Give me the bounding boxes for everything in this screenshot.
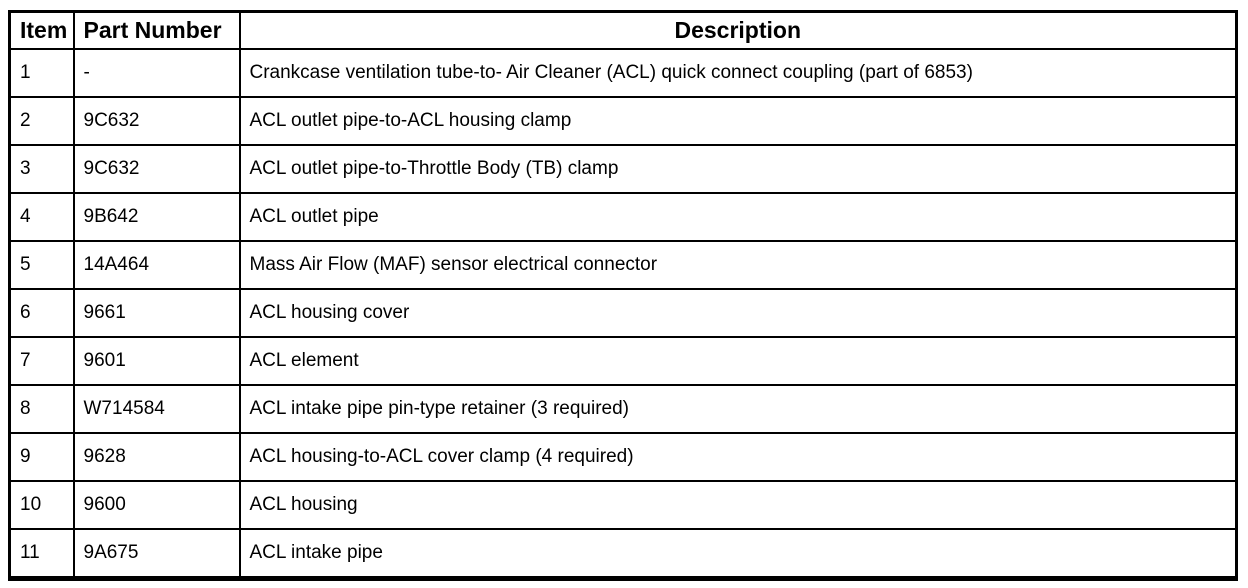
cell-part-number: 9600: [72, 480, 241, 530]
cell-item: 7: [8, 336, 75, 386]
table-header: Item Part Number Description: [8, 10, 1238, 50]
cell-part-number: 9C632: [72, 144, 241, 194]
cell-description: ACL outlet pipe-to-ACL housing clamp: [238, 96, 1238, 146]
table-row: 8 W714584 ACL intake pipe pin-type retai…: [8, 384, 1238, 434]
column-header-description: Description: [238, 10, 1238, 50]
cell-part-number: 9C632: [72, 96, 241, 146]
cell-item: 9: [8, 432, 75, 482]
cell-item: 2: [8, 96, 75, 146]
cell-item: 4: [8, 192, 75, 242]
cell-description: ACL housing: [238, 480, 1238, 530]
cell-description: ACL housing cover: [238, 288, 1238, 338]
table-row: 10 9600 ACL housing: [8, 480, 1238, 530]
cell-description: ACL intake pipe pin-type retainer (3 req…: [238, 384, 1238, 434]
header-row: Item Part Number Description: [8, 10, 1238, 50]
table-row: 6 9661 ACL housing cover: [8, 288, 1238, 338]
cell-part-number: W714584: [72, 384, 241, 434]
parts-table: Item Part Number Description 1 - Crankca…: [8, 10, 1238, 581]
cell-item: 8: [8, 384, 75, 434]
column-header-part-number: Part Number: [72, 10, 241, 50]
cell-description: ACL housing-to-ACL cover clamp (4 requir…: [238, 432, 1238, 482]
table-row: 4 9B642 ACL outlet pipe: [8, 192, 1238, 242]
table-row: 3 9C632 ACL outlet pipe-to-Throttle Body…: [8, 144, 1238, 194]
cell-description: ACL outlet pipe: [238, 192, 1238, 242]
cell-description: ACL element: [238, 336, 1238, 386]
table-body: 1 - Crankcase ventilation tube-to- Air C…: [8, 48, 1238, 580]
cell-item: 11: [8, 528, 75, 580]
cell-part-number: 9661: [72, 288, 241, 338]
cell-part-number: 9A675: [72, 528, 241, 580]
cell-item: 1: [8, 48, 75, 98]
cell-description: Crankcase ventilation tube-to- Air Clean…: [238, 48, 1238, 98]
table-row: 1 - Crankcase ventilation tube-to- Air C…: [8, 48, 1238, 98]
cell-item: 6: [8, 288, 75, 338]
cell-description: ACL outlet pipe-to-Throttle Body (TB) cl…: [238, 144, 1238, 194]
cell-part-number: -: [72, 48, 241, 98]
cell-part-number: 14A464: [72, 240, 241, 290]
cell-item: 10: [8, 480, 75, 530]
table-row: 2 9C632 ACL outlet pipe-to-ACL housing c…: [8, 96, 1238, 146]
table-row: 7 9601 ACL element: [8, 336, 1238, 386]
table-row: 11 9A675 ACL intake pipe: [8, 528, 1238, 580]
cell-description: ACL intake pipe: [238, 528, 1238, 580]
cell-part-number: 9601: [72, 336, 241, 386]
table-row: 9 9628 ACL housing-to-ACL cover clamp (4…: [8, 432, 1238, 482]
table-row: 5 14A464 Mass Air Flow (MAF) sensor elec…: [8, 240, 1238, 290]
cell-part-number: 9B642: [72, 192, 241, 242]
cell-item: 5: [8, 240, 75, 290]
cell-item: 3: [8, 144, 75, 194]
column-header-item: Item: [8, 10, 75, 50]
cell-part-number: 9628: [72, 432, 241, 482]
cell-description: Mass Air Flow (MAF) sensor electrical co…: [238, 240, 1238, 290]
